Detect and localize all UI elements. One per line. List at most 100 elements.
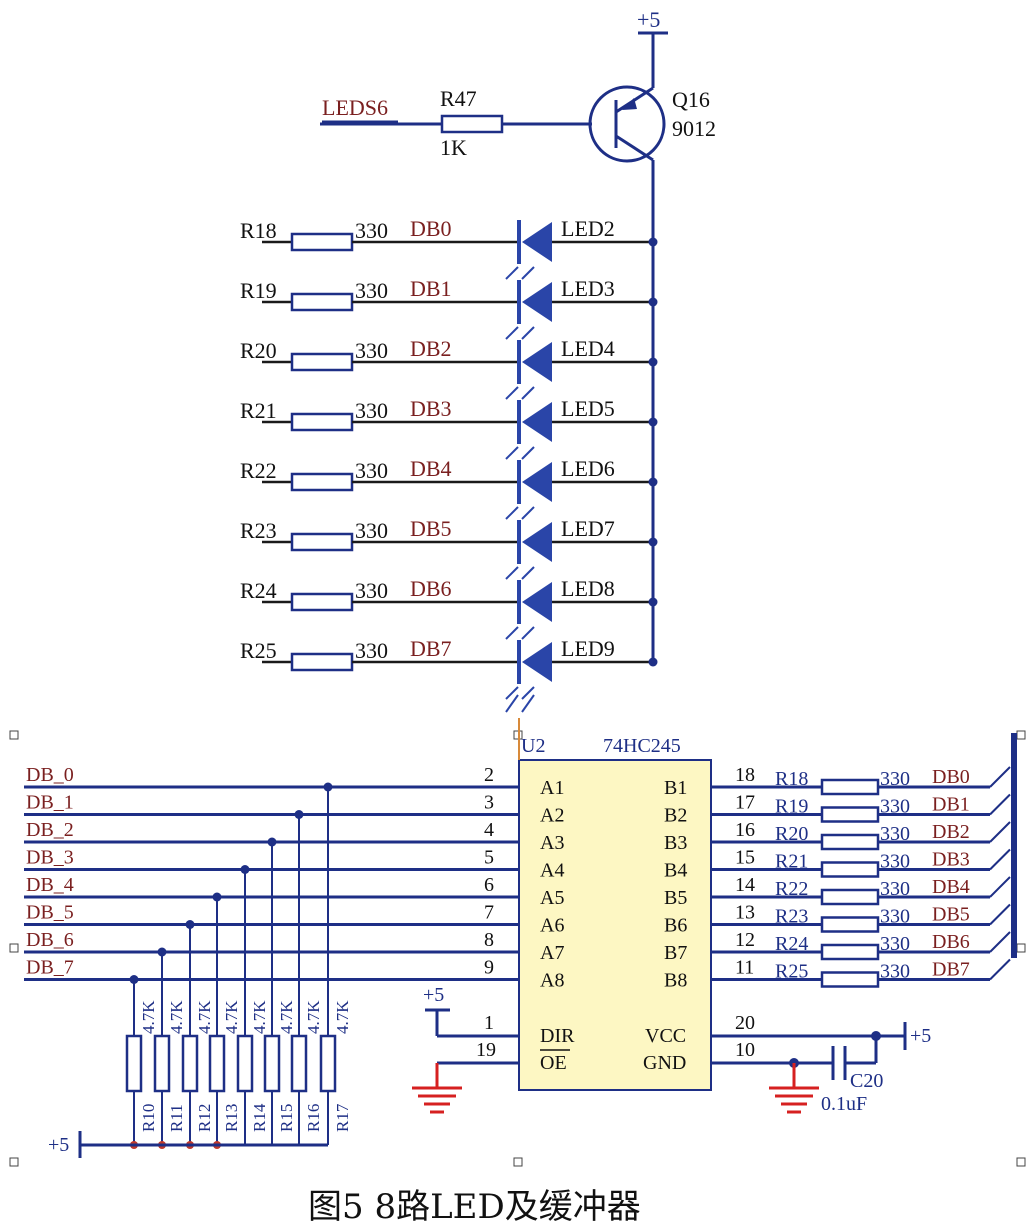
pullup-value: 4.7K	[277, 1000, 296, 1034]
pullup-ref: R12	[195, 1104, 214, 1132]
gnd-pin-number: 10	[735, 1039, 755, 1061]
a-pin-name: A5	[540, 887, 564, 909]
pullup-value: 4.7K	[139, 1000, 158, 1034]
led-triangle	[522, 342, 552, 382]
led-resistor	[290, 532, 354, 552]
pullup-ref: R16	[304, 1104, 323, 1132]
led-ref: LED8	[561, 576, 615, 601]
led-triangle	[522, 642, 552, 682]
gnd-pin: 10 GND	[643, 1039, 833, 1114]
led-triangle	[522, 282, 552, 322]
led-net-label: DB7	[410, 636, 452, 661]
led-triangle	[522, 582, 552, 622]
pullup-value: 4.7K	[250, 1000, 269, 1034]
led-resistor	[290, 472, 354, 492]
a-pin-name: A3	[540, 832, 564, 854]
led-resistor-ref: R25	[240, 638, 277, 663]
led-ref: LED4	[561, 336, 615, 361]
led-ref: LED2	[561, 216, 615, 241]
oe-pin-number: 19	[476, 1039, 496, 1061]
a-net-label: DB_5	[26, 902, 74, 924]
pullup-value: 4.7K	[195, 1000, 214, 1034]
pullup-value: 4.7K	[333, 1000, 352, 1034]
b-pin-number: 12	[735, 929, 755, 951]
vcc-pin: 20 VCC +5	[645, 1012, 931, 1050]
led-triangle	[522, 402, 552, 442]
leds6-net: LEDS6	[320, 95, 442, 126]
a-pin-number: 7	[484, 902, 494, 924]
b-resistor-ref: R20	[775, 823, 808, 845]
led-net-label: DB3	[410, 396, 452, 421]
dir-pin-name: DIR	[540, 1025, 575, 1047]
a-pin-name: A7	[540, 942, 564, 964]
b-resistor-ref: R19	[775, 796, 808, 818]
b-pin-number: 18	[735, 764, 755, 786]
b-series-resistor	[820, 833, 880, 851]
b-resistor-value: 330	[880, 796, 910, 818]
led-resistor	[290, 652, 354, 672]
led-resistor-ref: R21	[240, 398, 277, 423]
pullup-power-label: +5	[48, 1134, 69, 1156]
b-resistor-value: 330	[880, 878, 910, 900]
led-net-label: DB5	[410, 516, 452, 541]
q16-value: 9012	[672, 116, 716, 141]
oe-pin: 19 OE	[412, 1039, 570, 1114]
r47-value: 1K	[440, 135, 467, 160]
led-resistor	[290, 412, 354, 432]
led-resistor	[290, 352, 354, 372]
a-pin-number: 5	[484, 847, 494, 869]
b-pin-name: B5	[664, 887, 687, 909]
led-ref: LED6	[561, 456, 615, 481]
transistor-q16: Q16 9012	[588, 85, 716, 662]
b-resistor-value: 330	[880, 851, 910, 873]
b-net-label: DB3	[932, 849, 970, 871]
ic-ref: U2	[521, 735, 545, 757]
b-resistor-ref: R23	[775, 906, 808, 928]
pullup-resistor-bank: 4.7KR104.7KR114.7KR124.7KR134.7KR144.7KR…	[125, 1000, 352, 1149]
b-pin-number: 13	[735, 902, 755, 924]
caption-text: 图5 8路LED及缓冲器	[308, 1187, 641, 1227]
pullup-value: 4.7K	[167, 1000, 186, 1034]
a-net-label: DB_3	[26, 847, 74, 869]
led-ref: LED7	[561, 516, 615, 541]
resistor-r47: R47 1K	[440, 86, 592, 160]
b-pin-name: B4	[664, 860, 687, 882]
vcc-pin-number: 20	[735, 1012, 755, 1034]
b-series-resistor	[820, 916, 880, 933]
capacitor-c20: C20 0.1uF	[821, 1036, 883, 1115]
a-net-label: DB_7	[26, 957, 74, 979]
b-series-resistor	[820, 778, 880, 796]
b-series-resistor	[820, 971, 880, 988]
b-resistor-ref: R21	[775, 851, 808, 873]
led-resistor-ref: R19	[240, 278, 277, 303]
led-resistor-value: 330	[355, 338, 388, 363]
b-pin-name: B1	[664, 777, 687, 799]
b-pin-name: B8	[664, 970, 687, 992]
r47-ref: R47	[440, 86, 477, 111]
a-net-label: DB_2	[26, 819, 74, 841]
b-resistor-ref: R18	[775, 768, 808, 790]
led-resistor	[290, 292, 354, 312]
led-resistor	[290, 592, 354, 612]
oe-pin-name: OE	[540, 1052, 567, 1074]
pullup-ref: R13	[222, 1104, 241, 1132]
pullup-resistor: 4.7K R12	[181, 1000, 214, 1149]
b-resistor-value: 330	[880, 823, 910, 845]
b-pin-number: 17	[735, 792, 755, 814]
led-net-label: DB1	[410, 276, 452, 301]
pullup-ref: R15	[277, 1104, 296, 1132]
